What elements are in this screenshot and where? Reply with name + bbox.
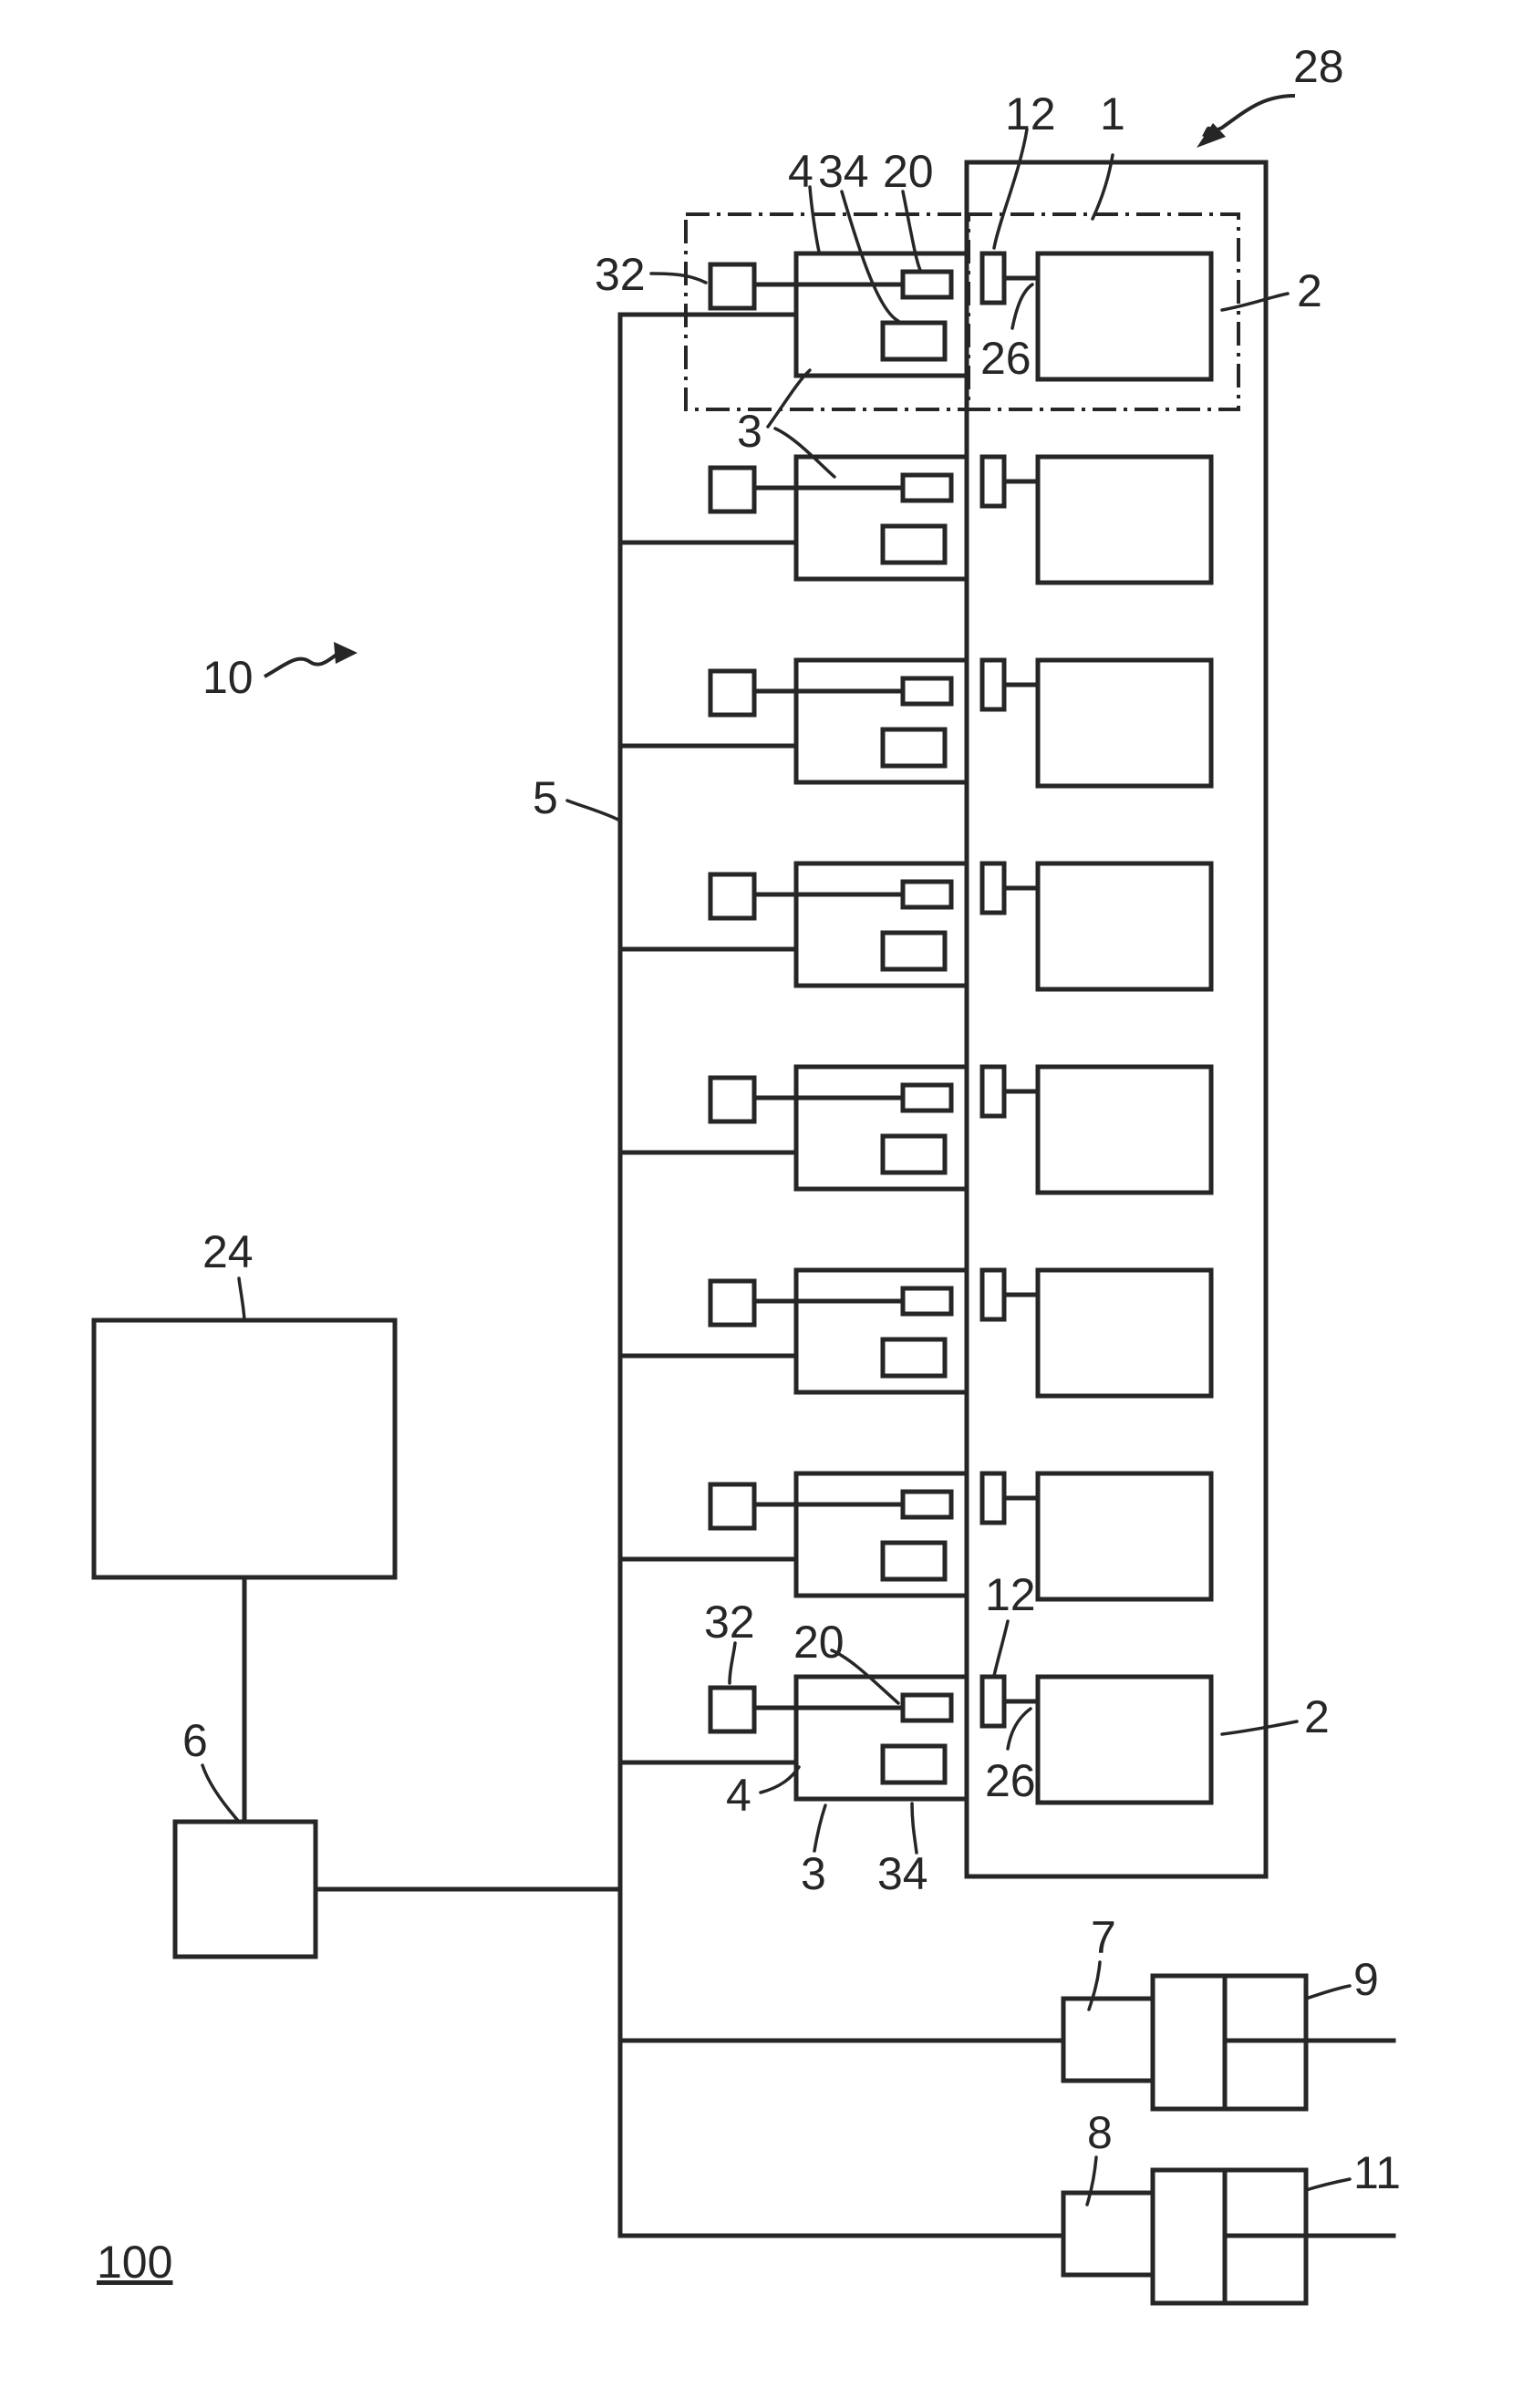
slot-box [1038, 1677, 1211, 1803]
connector-box [982, 1067, 1004, 1116]
label-slot-top: 2 [1297, 265, 1322, 316]
sensor-box [710, 1078, 754, 1121]
module-sub-b-box [903, 475, 951, 501]
module-sub-b-box [903, 678, 951, 704]
leader-24 [239, 1278, 244, 1320]
label-module-sub-b-bottom: 20 [793, 1617, 845, 1668]
label-module-sub-a-bottom: 34 [877, 1848, 928, 1899]
leader-20-top [903, 191, 921, 272]
module-sub-b-box [903, 272, 951, 297]
leader-6 [202, 1765, 239, 1822]
leader-9 [1306, 1986, 1350, 1999]
label-connector-bottom: 12 [985, 1569, 1036, 1620]
connector-box [982, 1473, 1004, 1523]
module-rows [620, 253, 1211, 1803]
label-module-outline-top: 4 [788, 146, 813, 197]
label-connector-top: 12 [1005, 88, 1056, 140]
label-module-bottom: 3 [801, 1848, 826, 1899]
control-unit-box [94, 1320, 395, 1577]
label-module-sub-b-top: 20 [883, 146, 934, 197]
label-actuator-a: 7 [1091, 1912, 1116, 1963]
slot-box [1038, 253, 1211, 379]
leader-3-top-b [775, 429, 834, 477]
connector-box [982, 1270, 1004, 1319]
module-sub-b-box [903, 1492, 951, 1517]
slot-box [1038, 1473, 1211, 1599]
module-sub-b-box [903, 1085, 951, 1111]
actuator-a-box [1063, 1999, 1153, 2081]
label-sensor-top: 32 [595, 249, 646, 300]
sensor-box [710, 1484, 754, 1528]
arrangement-arrowhead [334, 642, 358, 664]
connector-box [982, 253, 1004, 303]
label-arrangement: 10 [202, 652, 254, 703]
module-sub-b-box [903, 882, 951, 907]
module-sub-b-box [903, 1695, 951, 1721]
module-sub-a-box [883, 1136, 945, 1173]
label-housing: 28 [1293, 41, 1344, 92]
sensor-box [710, 874, 754, 918]
module-sub-a-box [883, 1746, 945, 1783]
leader-26-bottom [1008, 1709, 1031, 1749]
sensor-box [710, 671, 754, 715]
leader-12-top [994, 129, 1027, 248]
leader-4-bottom [761, 1767, 799, 1793]
leader-8 [1087, 2157, 1096, 2205]
module-sub-a-box [883, 526, 945, 563]
interface-box [175, 1822, 316, 1957]
leader-5 [567, 801, 620, 821]
arrangement-arrow [264, 653, 339, 677]
leader-32-bottom [730, 1643, 735, 1683]
sensor-box [710, 468, 754, 512]
sensor-box [710, 264, 754, 308]
sensor-box [710, 1281, 754, 1325]
leader-2-bottom [1222, 1721, 1297, 1734]
module-sub-b-box [903, 1288, 951, 1314]
label-module-outline-bottom: 4 [726, 1770, 751, 1821]
label-plug-top: 26 [980, 333, 1031, 384]
label-sensor-bottom: 32 [704, 1597, 755, 1648]
slot-box [1038, 457, 1211, 583]
slot-box [1038, 660, 1211, 786]
label-plug-bottom: 26 [985, 1755, 1036, 1806]
label-module-top: 3 [737, 406, 762, 457]
label-actuator-b: 8 [1087, 2107, 1113, 2158]
leader-11 [1306, 2179, 1350, 2190]
leader-3-top-a [768, 370, 810, 427]
unit-boundary-left [686, 214, 967, 409]
connector-box [982, 863, 1004, 913]
connector-box [982, 660, 1004, 709]
leader-32-top [651, 274, 706, 283]
label-device-a: 9 [1353, 1954, 1379, 2005]
module-sub-a-box [883, 323, 945, 359]
module-sub-a-box [883, 933, 945, 969]
slot-box [1038, 1067, 1211, 1193]
actuator-b-box [1063, 2193, 1153, 2275]
slot-box [1038, 863, 1211, 989]
slot-box [1038, 1270, 1211, 1396]
label-module-sub-a-top: 34 [818, 146, 869, 197]
leader-2-top [1222, 294, 1288, 310]
leader-3-bottom [814, 1805, 825, 1851]
label-control-unit: 24 [202, 1226, 254, 1277]
connector-box [982, 1677, 1004, 1726]
leader-26-top [1012, 284, 1032, 328]
module-sub-a-box [883, 1543, 945, 1579]
label-slot-bottom: 2 [1304, 1691, 1330, 1742]
module-sub-a-box [883, 1339, 945, 1376]
leader-7 [1089, 1962, 1100, 2010]
leader-12-bottom [994, 1621, 1008, 1676]
label-unit-group: 1 [1100, 88, 1125, 140]
leader-34-top [842, 191, 898, 321]
leader-34-bottom [912, 1803, 917, 1853]
label-device-b: 11 [1353, 2147, 1401, 2198]
label-interface: 6 [182, 1715, 208, 1766]
connector-box [982, 457, 1004, 506]
module-sub-a-box [883, 729, 945, 766]
label-system: 100 [97, 2237, 172, 2288]
sensor-box [710, 1688, 754, 1731]
label-bus: 5 [533, 772, 558, 823]
